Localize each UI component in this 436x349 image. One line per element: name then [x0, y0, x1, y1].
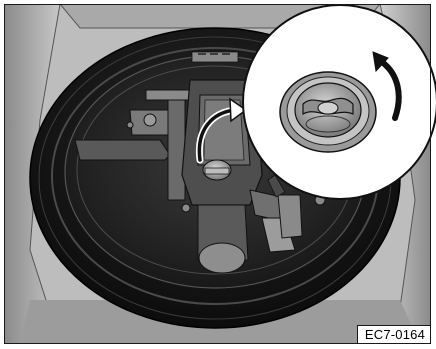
figure-code-label: EC7-0164	[357, 325, 430, 343]
magnified-inset	[243, 5, 436, 199]
